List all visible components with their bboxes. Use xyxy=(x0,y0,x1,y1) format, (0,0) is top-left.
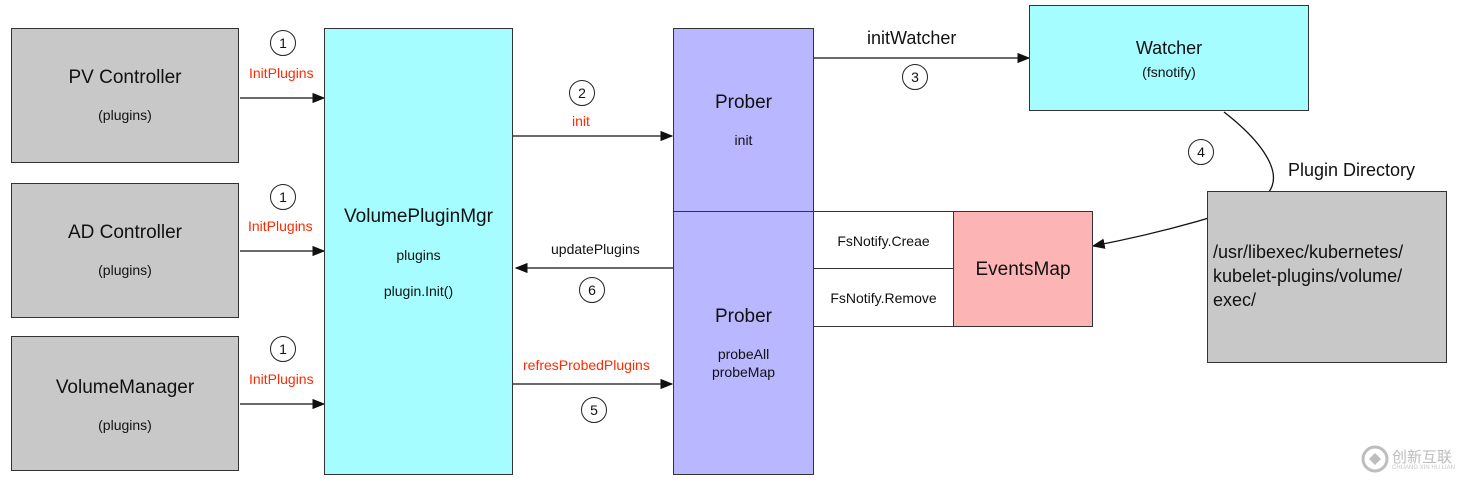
plugin-path-line2: kubelet-plugins/volume/ xyxy=(1213,266,1403,286)
step-1-circle-b: 1 xyxy=(270,184,296,210)
init-plugins-label-b: InitPlugins xyxy=(248,218,313,234)
volume-plugin-mgr-title: VolumePluginMgr xyxy=(344,206,493,227)
plugin-directory-title: Plugin Directory xyxy=(1288,160,1416,180)
step-6-circle: 6 xyxy=(579,277,605,303)
fsnotify-remove-label: FsNotify.Remove xyxy=(830,290,937,306)
init-watcher-label: initWatcher xyxy=(867,28,957,48)
init-plugins-label-c: InitPlugins xyxy=(249,371,314,387)
plugin-path-line1: /usr/libexec/kubernetes/ xyxy=(1213,242,1404,262)
init-plugins-label-a: InitPlugins xyxy=(249,65,314,81)
update-plugins-label: updatePlugins xyxy=(551,241,640,257)
pv-controller-sub: (plugins) xyxy=(98,107,152,123)
prober-probe-map: probeMap xyxy=(711,364,776,380)
volume-plugin-mgr-box: VolumePluginMgr plugins plugin.Init() xyxy=(324,28,513,475)
step-5-circle: 5 xyxy=(581,397,607,423)
fsnotify-create-label: FsNotify.Creae xyxy=(837,233,930,249)
prober-probe-box: Prober probeAll probeMap xyxy=(673,211,814,475)
step-4-circle: 4 xyxy=(1188,139,1214,165)
fsnotify-remove-box: FsNotify.Remove xyxy=(813,268,954,327)
volume-plugin-mgr-init: plugin.Init() xyxy=(383,283,454,299)
volume-manager-box: VolumeManager (plugins) xyxy=(11,336,239,471)
prober-probe-all: probeAll xyxy=(717,346,770,362)
volume-manager-sub: (plugins) xyxy=(98,417,152,433)
pv-controller-title: PV Controller xyxy=(68,67,182,88)
refresh-probed-label: refresProbedPlugins xyxy=(523,357,650,373)
watcher-title: Watcher xyxy=(1135,38,1203,58)
prober-init-title: Prober xyxy=(714,92,773,113)
watcher-sub: (fsnotify) xyxy=(1142,64,1196,80)
step-2-circle: 2 xyxy=(569,80,595,106)
init-label: init xyxy=(572,113,590,129)
prober-init-box: Prober init xyxy=(673,28,814,212)
watermark-logo-icon xyxy=(1361,445,1389,473)
events-map-title: EventsMap xyxy=(975,259,1071,280)
fsnotify-create-box: FsNotify.Creae xyxy=(813,211,954,269)
watcher-box: Watcher (fsnotify) xyxy=(1029,5,1309,111)
events-map-box: EventsMap xyxy=(953,211,1093,327)
watermark: 创新互联 CHUANG XIN HU LIAN xyxy=(1360,440,1456,478)
ad-controller-title: AD Controller xyxy=(67,222,183,243)
ad-controller-sub: (plugins) xyxy=(98,262,152,278)
step-1-circle-c: 1 xyxy=(270,336,296,362)
ad-controller-box: AD Controller (plugins) xyxy=(11,183,239,318)
step-3-circle: 3 xyxy=(902,64,928,90)
volume-manager-title: VolumeManager xyxy=(55,377,195,398)
prober-init-sub: init xyxy=(734,132,753,148)
pv-controller-box: PV Controller (plugins) xyxy=(11,28,239,163)
step-1-circle-a: 1 xyxy=(270,30,296,56)
watermark-subtext: CHUANG XIN HU LIAN xyxy=(1392,465,1456,471)
watermark-text: 创新互联 xyxy=(1392,449,1453,466)
prober-probe-title: Prober xyxy=(714,306,773,327)
volume-plugin-mgr-plugins: plugins xyxy=(396,247,441,263)
plugin-path-line3: exec/ xyxy=(1213,290,1257,310)
plugin-directory-box: /usr/libexec/kubernetes/ kubelet-plugins… xyxy=(1207,191,1447,363)
